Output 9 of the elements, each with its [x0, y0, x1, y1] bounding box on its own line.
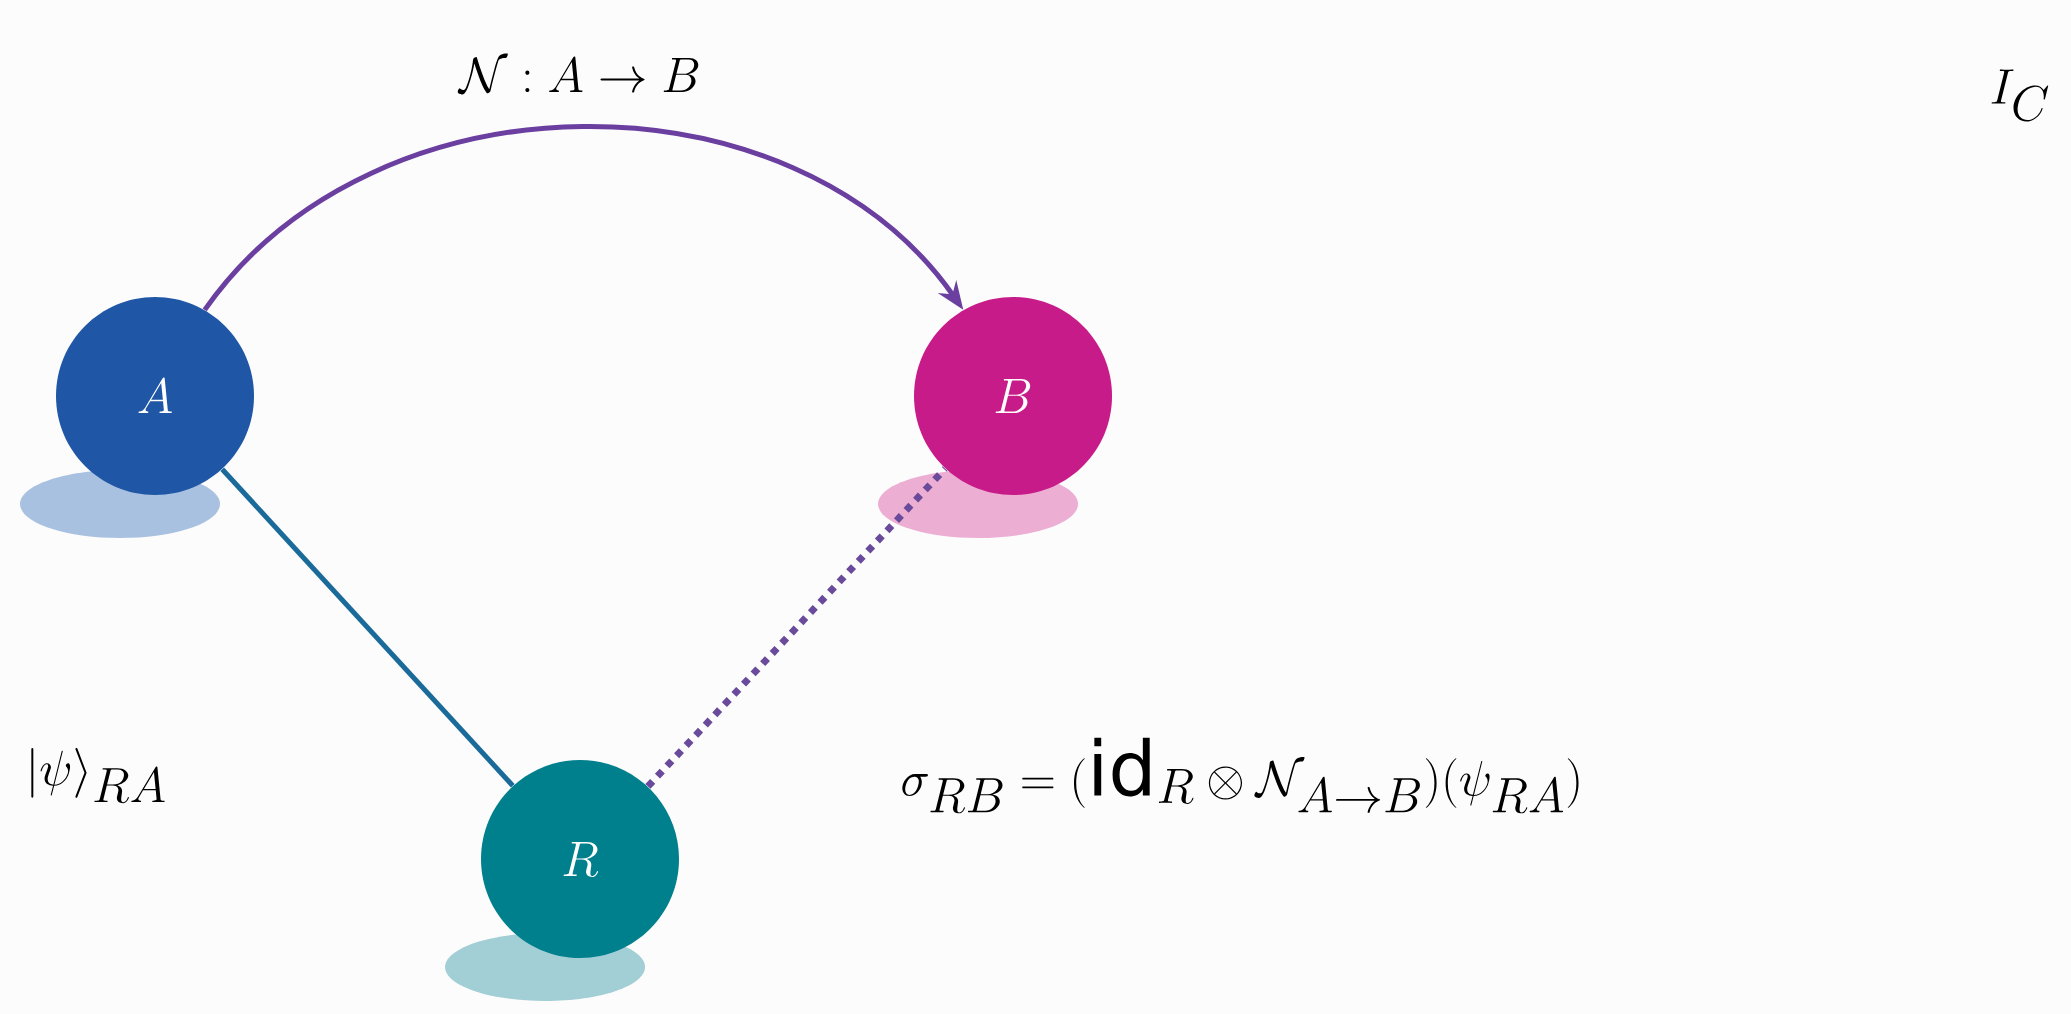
- line: [220, 467, 515, 788]
- circle-node: $A$: [56, 297, 254, 495]
- circle-node: $R$: [481, 760, 679, 958]
- circle-node: $B$: [914, 297, 1112, 495]
- dotted-line: [645, 466, 948, 789]
- formula: $\sigma_{RB} = (\mathrm{id}_R \otimes \mathcal{N}_{A\to B})(\psi_{RA})$: [902, 737, 1579, 814]
- edge-label: $\mathcal{N} : A \to B$: [457, 53, 699, 95]
- formula: $I_C$: [1991, 69, 2049, 122]
- formula: $|\psi\rangle_{RA}$: [31, 747, 165, 804]
